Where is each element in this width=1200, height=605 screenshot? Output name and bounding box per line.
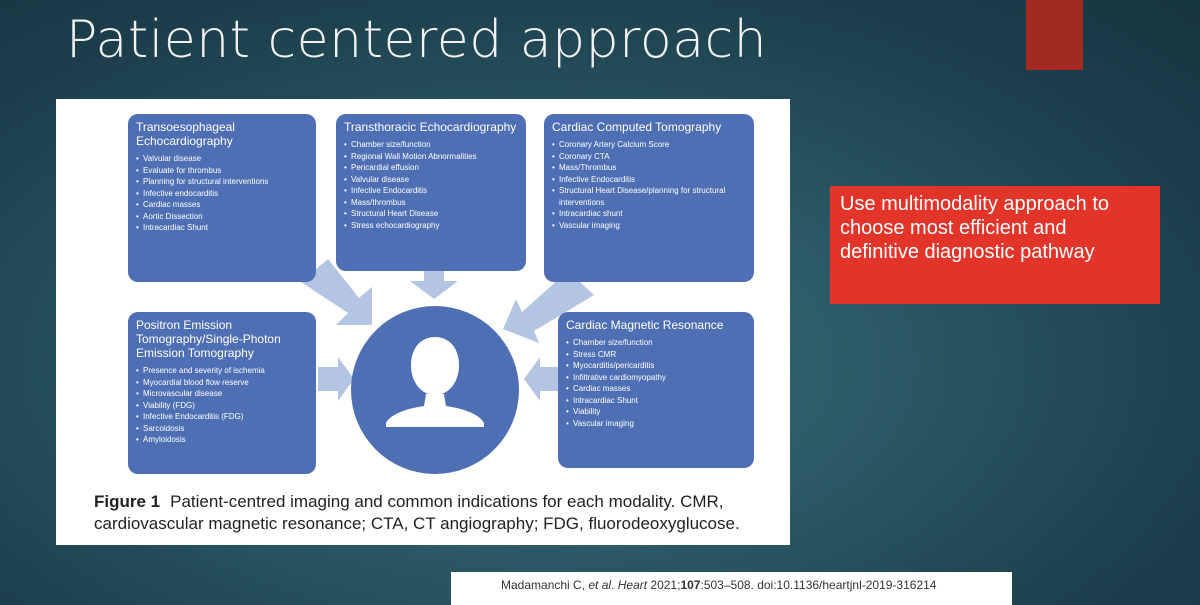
arrow-from-tee [301, 259, 372, 325]
list-item: Infiltrative cardiomyopathy [566, 372, 746, 384]
citation-authors: Madamanchi C, [501, 578, 589, 592]
box-title: Transoesophageal Echocardiography [136, 120, 235, 148]
accent-block [1026, 0, 1083, 70]
list-item: Aortic Dissection [136, 211, 308, 223]
list-item: Vascular imaging [566, 418, 746, 430]
list-item: Mass/thrombus [344, 197, 518, 209]
list-item: Intracardiac shunt [552, 208, 746, 220]
list-item: Stress CMR [566, 349, 746, 361]
figure-graphics [301, 259, 594, 474]
box-transthoracic-echo: Transthoracic Echocardiography Chamber s… [336, 114, 526, 271]
list-item: Vascular imaging [552, 220, 746, 232]
citation-rest: :503–508. doi:10.1136/heartjnl-2019-3162… [700, 578, 937, 592]
list-item: Intracardiac Shunt [566, 395, 746, 407]
indication-list: Presence and severity of ischemia Myocar… [136, 365, 308, 446]
box-title: Transthoracic Echocardiography [344, 120, 517, 134]
citation: Madamanchi C, et al. Heart 2021;107:503–… [451, 572, 1012, 605]
list-item: Regional Wall Motion Abnormalities [344, 151, 518, 163]
patient-icon [386, 337, 484, 427]
list-item: Valvular disease [344, 174, 518, 186]
box-cardiac-ct: Cardiac Computed Tomography Coronary Art… [544, 114, 754, 282]
list-item: Stress echocardiography [344, 220, 518, 232]
list-item: Myocardial blood flow reserve [136, 377, 308, 389]
list-item: Coronary CTA [552, 151, 746, 163]
citation-volume: 107 [680, 578, 701, 592]
indication-list: Chamber size/function Regional Wall Moti… [344, 139, 518, 231]
list-item: Valvular disease [136, 153, 308, 165]
indication-list: Chamber size/function Stress CMR Myocard… [566, 337, 746, 429]
list-item: Structural Heart Disease/planning for st… [552, 185, 746, 208]
list-item: Structural Heart Disease [344, 208, 518, 220]
list-item: Amyloidosis [136, 434, 308, 446]
citation-journal: Heart [617, 578, 648, 592]
list-item: Myocarditis/pericarditis [566, 360, 746, 372]
box-cardiac-mr: Cardiac Magnetic Resonance Chamber size/… [558, 312, 754, 468]
list-item: Infective endocarditis [136, 188, 308, 200]
citation-etal: et al [588, 578, 612, 592]
list-item: Intracardiac Shunt [136, 222, 308, 234]
list-item: Infective Endocarditis [552, 174, 746, 186]
box-transoesophageal-echo: Transoesophageal Echocardiography Valvul… [128, 114, 316, 282]
box-title: Cardiac Magnetic Resonance [566, 318, 724, 332]
arrow-from-cct [503, 271, 594, 343]
list-item: Presence and severity of ischemia [136, 365, 308, 377]
list-item: Viability (FDG) [136, 400, 308, 412]
list-item: Pericardial effusion [344, 162, 518, 174]
list-item: Sarcoidosis [136, 423, 308, 435]
list-item: Cardiac masses [136, 199, 308, 211]
arrow-from-pet [318, 357, 354, 401]
list-item: Mass/Thrombus [552, 162, 746, 174]
list-item: Coronary Artery Calcium Score [552, 139, 746, 151]
citation-dot: . [611, 578, 618, 592]
figure-label: Figure 1 [94, 492, 161, 511]
list-item: Infective Endocarditis (FDG) [136, 411, 308, 423]
list-item: Chamber size/function [344, 139, 518, 151]
arrow-from-tte [410, 271, 458, 299]
citation-year: 2021; [647, 578, 681, 592]
box-pet-spect: Positron Emission Tomography/Single-Phot… [128, 312, 316, 474]
list-item: Viability [566, 406, 746, 418]
arrow-from-cmr [524, 357, 558, 401]
figure-panel: Transoesophageal Echocardiography Valvul… [56, 99, 790, 545]
list-item: Evaluate for thrombus [136, 165, 308, 177]
list-item: Chamber size/function [566, 337, 746, 349]
caption-text: Patient-centred imaging and common indic… [94, 492, 740, 533]
list-item: Planning for structural interventions [136, 176, 308, 188]
indication-list: Coronary Artery Calcium Score Coronary C… [552, 139, 746, 231]
callout-box: Use multimodality approach to choose mos… [830, 186, 1160, 304]
indication-list: Valvular disease Evaluate for thrombus P… [136, 153, 308, 234]
slide-title: Patient centered approach [66, 10, 768, 70]
box-title: Positron Emission Tomography/Single-Phot… [136, 318, 281, 360]
list-item: Microvascular disease [136, 388, 308, 400]
list-item: Cardiac masses [566, 383, 746, 395]
list-item: Infective Endocarditis [344, 185, 518, 197]
box-title: Cardiac Computed Tomography [552, 120, 722, 134]
